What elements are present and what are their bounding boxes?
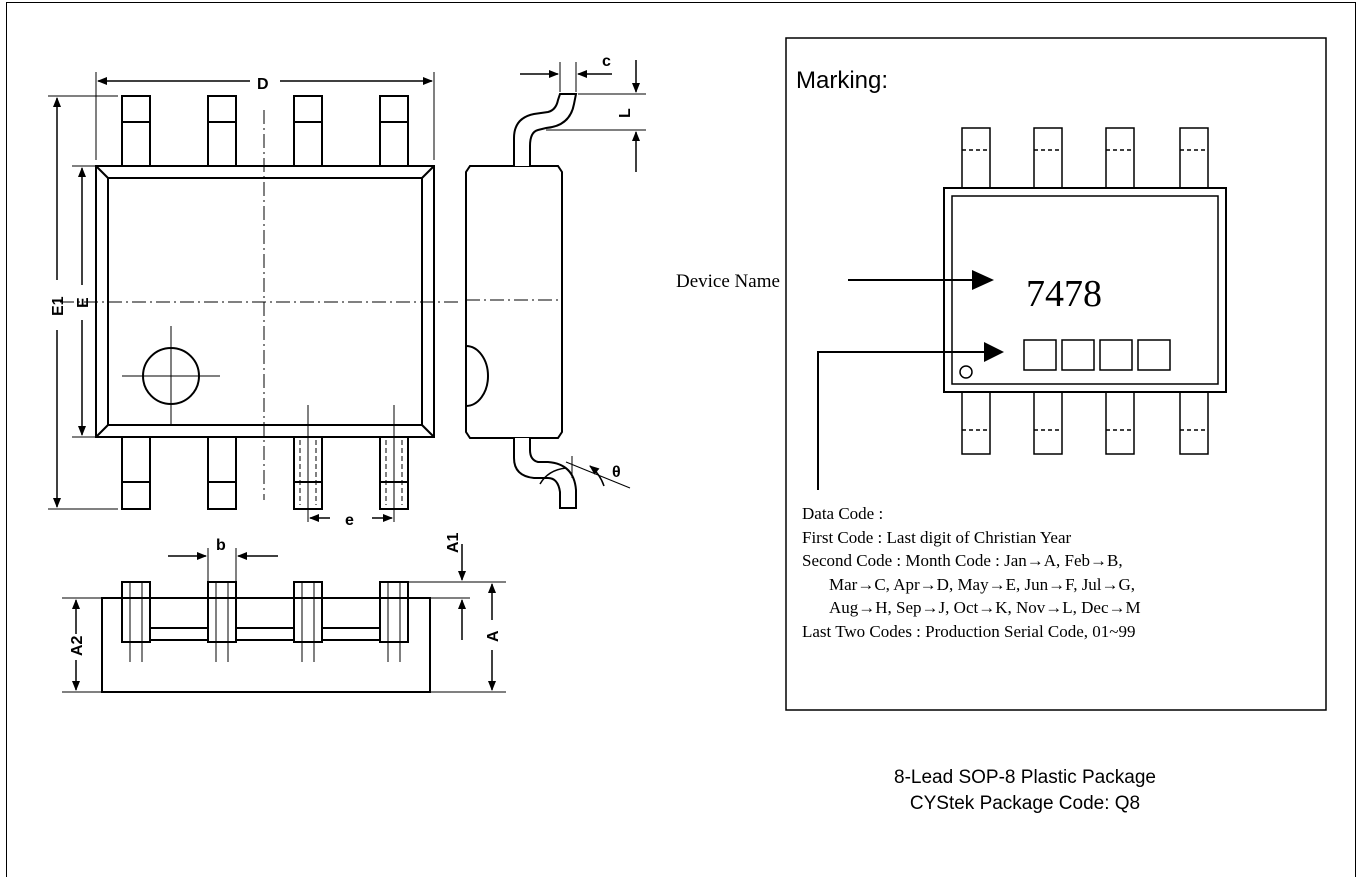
date-code-line: Second Code : Month Code : Jan→A, Feb→B, xyxy=(802,551,1123,570)
dim-label-c: c xyxy=(602,53,611,70)
date-code-arrow xyxy=(817,351,992,490)
side-body xyxy=(465,165,563,439)
device-code: 7478 xyxy=(1026,273,1102,315)
package-code: CYStek Package Code: Q8 xyxy=(909,793,1141,814)
front-view xyxy=(62,544,506,693)
dim-label-b: b xyxy=(216,537,226,554)
date-code-line: Aug→H, Sep→J, Oct→K, Nov→L, Dec→M xyxy=(829,598,1141,617)
dim-label-L: L xyxy=(617,108,634,118)
device-name-label: Device Name xyxy=(676,271,780,292)
dim-label-E1: E1 xyxy=(50,296,67,316)
dim-label-D: D xyxy=(257,76,269,93)
marking-panel xyxy=(785,37,1327,711)
date-code-line: Mar→C, Apr→D, May→E, Jun→F, Jul→G, xyxy=(829,574,1136,594)
page-border xyxy=(6,2,1356,877)
date-code-line: Data Code : xyxy=(802,504,884,523)
date-code-line: Last Two Codes : Production Serial Code,… xyxy=(802,621,1136,641)
dim-label-E: E xyxy=(75,297,92,308)
date-code-line: First Code : Last digit of Christian Yea… xyxy=(802,527,1072,547)
marking-chip xyxy=(943,127,1227,455)
dim-label-A1: A1 xyxy=(445,532,462,553)
top-leads xyxy=(121,95,409,167)
front-leads xyxy=(121,581,409,643)
dim-label-A: A xyxy=(485,630,502,642)
top-view xyxy=(48,72,462,522)
marking-title: Marking: xyxy=(796,67,889,94)
dim-label-theta: θ xyxy=(612,464,621,481)
bottom-leads xyxy=(121,436,409,510)
side-view xyxy=(465,60,646,509)
date-code-notes: Data Code : First Code : Last digit of C… xyxy=(802,502,1141,643)
package-name: 8-Lead SOP-8 Plastic Package xyxy=(894,767,1156,788)
dim-label-A2: A2 xyxy=(69,635,86,656)
dim-label-e: e xyxy=(345,512,354,529)
side-notch xyxy=(465,345,489,407)
